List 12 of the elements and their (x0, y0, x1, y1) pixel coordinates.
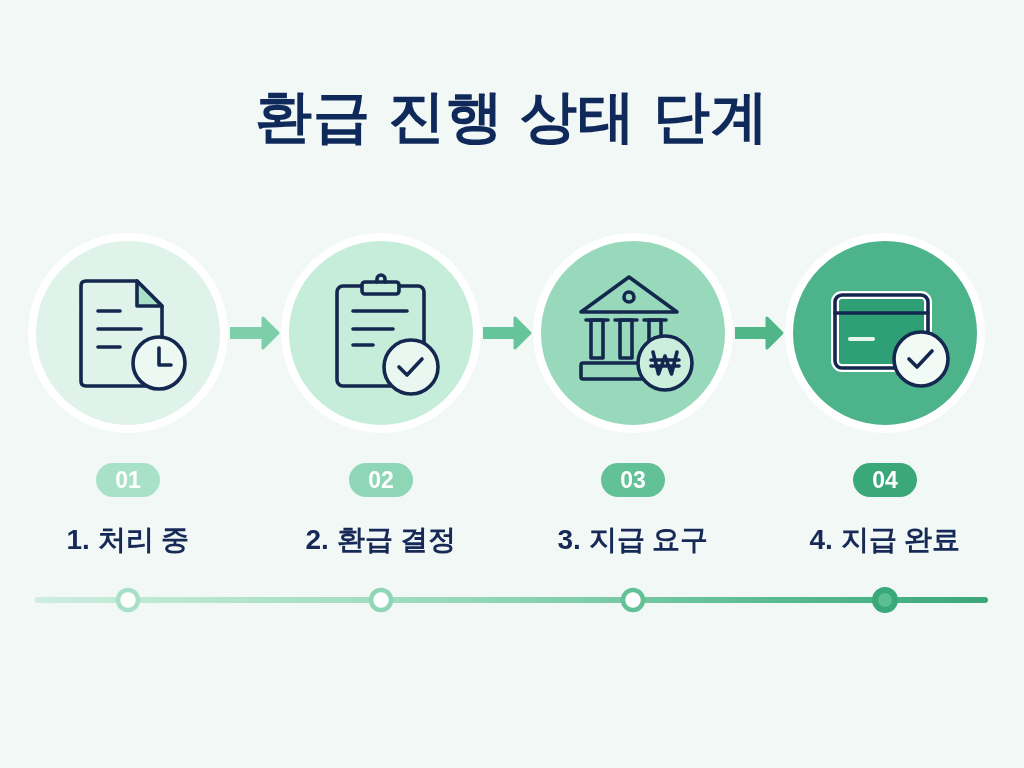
step-label: 4. 지급 완료 (809, 523, 961, 557)
number-badge: 01 (96, 463, 160, 497)
number-badge: 02 (349, 463, 413, 497)
step-label: 2. 환급 결정 (305, 523, 457, 557)
arrow (735, 316, 784, 350)
step-label: 1. 처리 중 (66, 523, 190, 557)
number-badge: 03 (601, 463, 665, 497)
arrow (230, 316, 280, 350)
arrow (483, 316, 532, 350)
step-label: 3. 지급 요구 (557, 523, 709, 557)
title: 환급 진행 상태 단계 (254, 84, 770, 150)
number-badge: 04 (853, 463, 917, 497)
